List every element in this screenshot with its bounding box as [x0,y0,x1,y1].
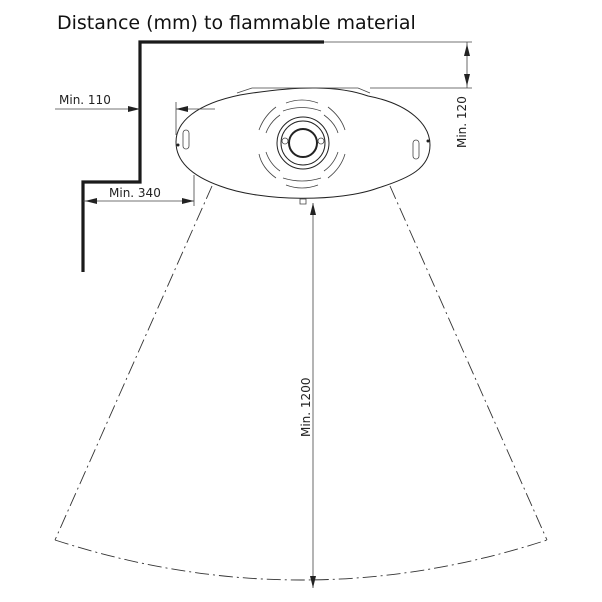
diagram-title: Distance (mm) to flammable material [57,12,416,34]
flue-screw-right [317,137,325,145]
right-vent-slot [412,139,420,160]
zone-front-arc [54,539,548,581]
label-min-110: Min. 110 [59,93,111,107]
zone-left-edge [54,185,213,541]
flammable-wall-outline [81,40,324,272]
zone-right-edge [389,185,548,541]
front-latch [299,198,307,205]
stove-outer-shell [175,87,431,199]
vent-arc-ring [258,99,346,189]
flue-collar-inner [280,120,326,166]
dimension-min-110: Min. 110 [55,93,215,135]
dimension-min-340: Min. 340 [83,175,195,206]
flue-collar-outer [276,116,330,170]
label-min-340: Min. 340 [109,186,161,200]
label-min-120: Min. 120 [455,96,469,148]
right-rivet [426,139,430,143]
left-vent-slot [182,129,190,150]
dimension-min-120: Min. 120 [324,41,472,148]
label-min-1200: Min. 1200 [299,378,313,437]
stove-top-rim [236,87,371,94]
stove-body [175,87,431,205]
flue-screw-left [281,137,289,145]
dimension-min-1200: Min. 1200 [299,203,316,588]
radiation-zone [54,185,548,581]
flue-opening [288,128,318,158]
left-rivet [176,143,180,147]
